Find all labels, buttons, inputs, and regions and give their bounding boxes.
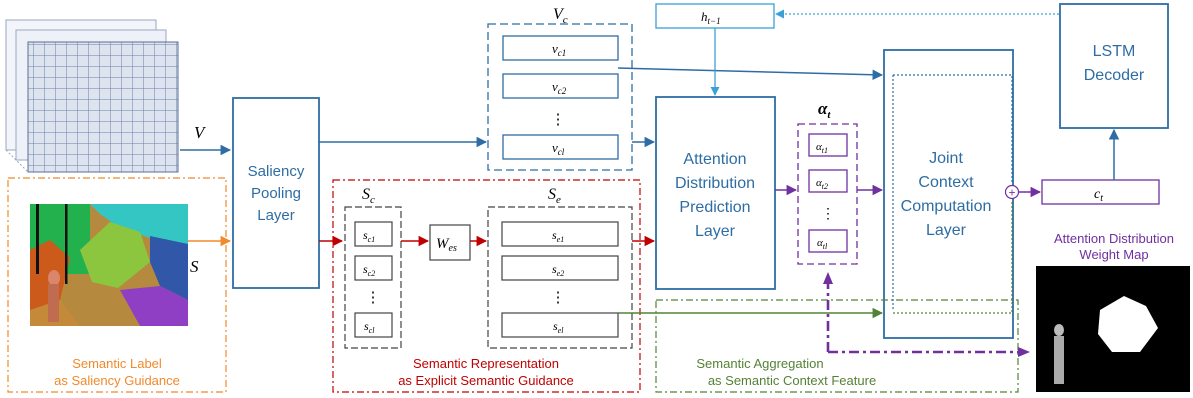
svg-text:vc1: vc1 <box>552 41 566 58</box>
v-input-symbol: V <box>194 123 207 142</box>
weight-map-image <box>1036 266 1190 392</box>
svg-text:sc1: sc1 <box>363 228 375 244</box>
semantic-aggregation-region <box>655 299 1019 393</box>
context-vector-box <box>1041 179 1160 205</box>
svg-text:vc2: vc2 <box>552 79 567 96</box>
sc-region <box>344 206 402 349</box>
semantic-label-image <box>30 204 188 326</box>
vc-title: Vc <box>553 6 568 26</box>
attention-prediction-layer <box>655 96 776 290</box>
sc-ellipsis: ⋮ <box>366 289 381 306</box>
se-title: Se <box>548 186 561 206</box>
sc-title: Sc <box>362 186 375 206</box>
feature-map-stack <box>5 19 179 173</box>
svg-text:se2: se2 <box>552 262 564 278</box>
lstm-decoder-line2: Decoder <box>1084 67 1145 84</box>
joint-inner-visual-flow <box>892 74 1013 311</box>
svg-text:sel: sel <box>553 319 564 335</box>
arrow-alpha-to-weight-map <box>826 282 1022 354</box>
lstm-decoder-line1: LSTM <box>1093 43 1136 60</box>
se-item-3: sel <box>501 312 619 338</box>
svg-text:Wes: Wes <box>436 236 457 254</box>
vc-item-3: vcl <box>502 134 619 160</box>
wes-box: Wes <box>429 224 471 261</box>
attention-prediction-line1: Attention <box>683 151 746 168</box>
svg-text:scl: scl <box>364 319 375 335</box>
semantic-representation-region <box>332 179 641 393</box>
saliency-pooling-line2: Pooling <box>251 185 301 202</box>
semantic-label-region <box>7 177 227 393</box>
weight-map-title-line2: Weight Map <box>1079 247 1148 262</box>
semantic-representation-caption-line2: as Explicit Semantic Guidance <box>398 373 574 388</box>
alpha-title: αt <box>818 99 831 121</box>
attention-prediction-line4: Layer <box>695 223 736 240</box>
hidden-state-box <box>655 3 775 29</box>
vc-ellipsis: ⋮ <box>551 111 566 128</box>
attention-prediction-line2: Distribution <box>675 175 755 192</box>
attention-prediction-line3: Prediction <box>679 199 750 216</box>
s-input-symbol: S <box>190 257 199 276</box>
context-vector-label: ct <box>1094 187 1103 204</box>
svg-text:se1: se1 <box>552 228 564 244</box>
hidden-state-label: ht−1 <box>701 9 721 26</box>
saliency-pooling-line1: Saliency <box>248 163 305 180</box>
arrow-weight-map-head <box>1018 347 1030 357</box>
svg-text:vcl: vcl <box>552 140 565 157</box>
lstm-decoder <box>1059 3 1169 129</box>
saliency-pooling-layer <box>232 97 320 289</box>
joint-context-line1: Joint <box>929 150 963 167</box>
se-ellipsis: ⋮ <box>551 289 566 306</box>
arrow-alpha-up-head <box>823 272 833 284</box>
svg-text:sc2: sc2 <box>363 262 375 278</box>
weight-map-title-line1: Attention Distribution <box>1054 231 1174 246</box>
sc-item-3: scl <box>354 312 393 338</box>
arrow-vc-to-joint-context <box>617 67 884 80</box>
joint-context-line2: Context <box>918 174 974 191</box>
joint-context-line3: Computation <box>901 198 992 215</box>
alpha-ellipsis: ⋮ <box>821 205 835 221</box>
sc-item-1: sc1 <box>354 221 393 247</box>
sum-operator: + <box>1004 184 1020 200</box>
semantic-aggregation-caption-line2: as Semantic Context Feature <box>708 373 876 388</box>
svg-text:αtl: αtl <box>817 237 828 251</box>
joint-context-line4: Layer <box>926 222 967 239</box>
alpha-item-1: αt1 <box>808 133 848 157</box>
semantic-label-caption-line2: as Saliency Guidance <box>54 373 180 388</box>
saliency-pooling-line3: Layer <box>257 207 295 224</box>
vc-region <box>487 23 633 171</box>
sc-item-2: sc2 <box>354 255 393 281</box>
semantic-aggregation-caption-line1: Semantic Aggregation <box>696 356 823 371</box>
alpha-item-2: αt2 <box>808 169 848 193</box>
se-item-2: se2 <box>501 255 619 281</box>
semantic-label-caption-line1: Semantic Label <box>72 356 162 371</box>
vc-item-2: vc2 <box>502 73 619 99</box>
vc-item-1: vc1 <box>502 35 619 61</box>
se-region <box>487 206 633 349</box>
semantic-representation-caption-line1: Semantic Representation <box>413 356 559 371</box>
svg-text:αt1: αt1 <box>816 141 828 155</box>
arrow-lstm-to-hidden <box>775 9 1083 55</box>
alpha-item-3: αtl <box>808 229 848 253</box>
svg-text:+: + <box>1008 186 1015 200</box>
svg-text:αt2: αt2 <box>816 177 828 191</box>
se-item-1: se1 <box>501 221 619 247</box>
joint-context-layer <box>883 49 1014 339</box>
